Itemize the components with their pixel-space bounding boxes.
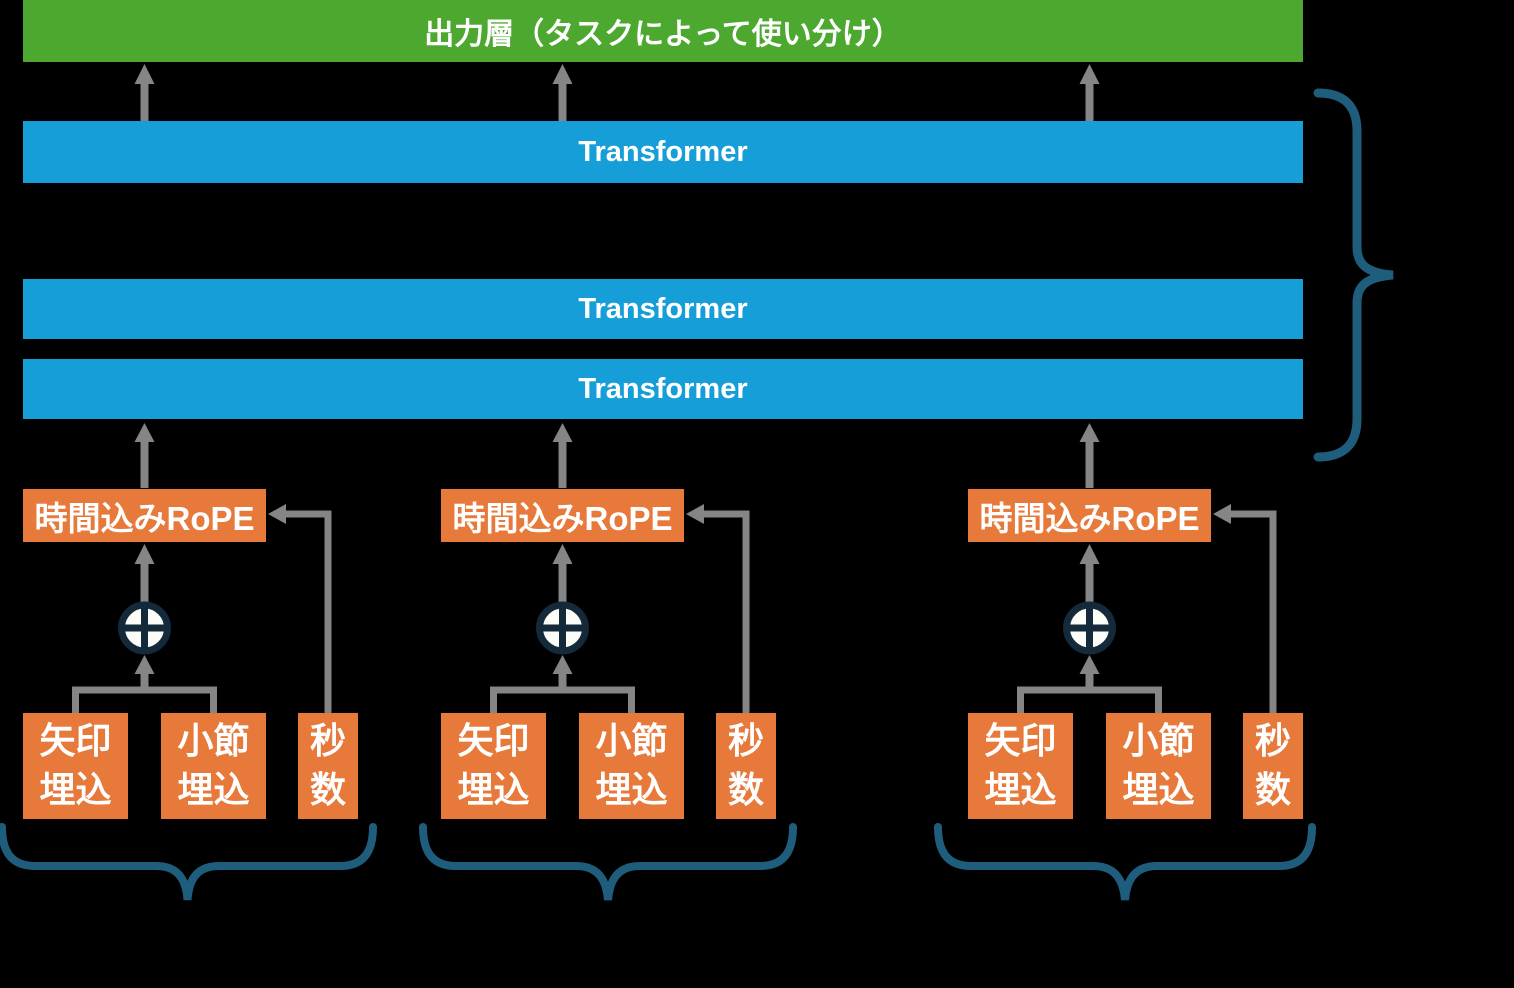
rope-label: 時間込みRoPE bbox=[34, 499, 255, 537]
arrow-up-icon bbox=[552, 64, 573, 121]
input-label: 矢印 埋込 bbox=[457, 720, 530, 810]
input-label: 秒 数 bbox=[727, 720, 764, 810]
circled-plus-icon bbox=[536, 601, 589, 655]
rope-box-group3: 時間込みRoPE bbox=[968, 489, 1211, 542]
group2-connectors bbox=[490, 64, 750, 714]
transformer-layer-3: Transformer bbox=[23, 359, 1303, 419]
arrow-up-icon bbox=[134, 64, 155, 121]
input-box-arrow-embedding: 矢印 埋込 bbox=[23, 713, 128, 819]
rope-label: 時間込みRoPE bbox=[979, 499, 1200, 537]
input-box-seconds: 秒 数 bbox=[1243, 713, 1303, 819]
arrow-up-icon bbox=[1079, 544, 1100, 603]
seconds-line-arrow-left-icon bbox=[268, 504, 332, 714]
arrow-up-icon bbox=[552, 544, 573, 603]
circled-plus-icon bbox=[118, 601, 171, 655]
circled-plus-icon bbox=[1063, 601, 1116, 655]
group3-connectors bbox=[1017, 64, 1277, 714]
arrow-up-icon bbox=[134, 423, 155, 488]
rope-label: 時間込みRoPE bbox=[452, 499, 673, 537]
input-box-measure-embedding: 小節 埋込 bbox=[1106, 713, 1211, 819]
transformer-label: Transformer bbox=[578, 292, 748, 325]
rope-box-group2: 時間込みRoPE bbox=[441, 489, 684, 542]
transformer-label: Transformer bbox=[578, 135, 748, 168]
arrow-up-icon bbox=[134, 544, 155, 603]
output-layer-bar: 出力層（タスクによって使い分け） bbox=[23, 0, 1303, 62]
rope-box-group1: 時間込みRoPE bbox=[23, 489, 266, 542]
brace-right-transformer-stack bbox=[1313, 88, 1394, 462]
input-label: 小節 埋込 bbox=[177, 720, 250, 810]
arrow-up-icon bbox=[552, 423, 573, 488]
input-label: 矢印 埋込 bbox=[984, 720, 1057, 810]
seconds-line-arrow-left-icon bbox=[1213, 504, 1277, 714]
input-box-seconds: 秒 数 bbox=[716, 713, 776, 819]
input-box-arrow-embedding: 矢印 埋込 bbox=[968, 713, 1073, 819]
input-label: 小節 埋込 bbox=[595, 720, 668, 810]
brace-bottom-group3 bbox=[934, 823, 1316, 901]
elbow-connector bbox=[490, 686, 635, 714]
input-box-measure-embedding: 小節 埋込 bbox=[161, 713, 266, 819]
arrow-up-icon bbox=[552, 655, 573, 688]
elbow-connector bbox=[1017, 686, 1162, 714]
arrow-up-icon bbox=[1079, 64, 1100, 121]
arrow-up-icon bbox=[134, 655, 155, 688]
brace-bottom-group2 bbox=[419, 823, 797, 901]
input-box-seconds: 秒 数 bbox=[298, 713, 358, 819]
input-label: 矢印 埋込 bbox=[39, 720, 112, 810]
arrow-up-icon bbox=[1079, 655, 1100, 688]
seconds-line-arrow-left-icon bbox=[686, 504, 750, 714]
transformer-layer-2: Transformer bbox=[23, 279, 1303, 339]
input-box-measure-embedding: 小節 埋込 bbox=[579, 713, 684, 819]
input-label: 秒 数 bbox=[309, 720, 346, 810]
input-box-arrow-embedding: 矢印 埋込 bbox=[441, 713, 546, 819]
arrow-up-icon bbox=[1079, 423, 1100, 488]
input-label: 小節 埋込 bbox=[1122, 720, 1195, 810]
input-label: 秒 数 bbox=[1254, 720, 1291, 810]
group1-connectors bbox=[72, 64, 332, 714]
output-layer-label: 出力層（タスクによって使い分け） bbox=[424, 18, 902, 51]
transformer-label: Transformer bbox=[578, 372, 748, 405]
brace-bottom-group1 bbox=[0, 823, 377, 901]
transformer-layer-1: Transformer bbox=[23, 121, 1303, 183]
elbow-connector bbox=[72, 686, 217, 714]
